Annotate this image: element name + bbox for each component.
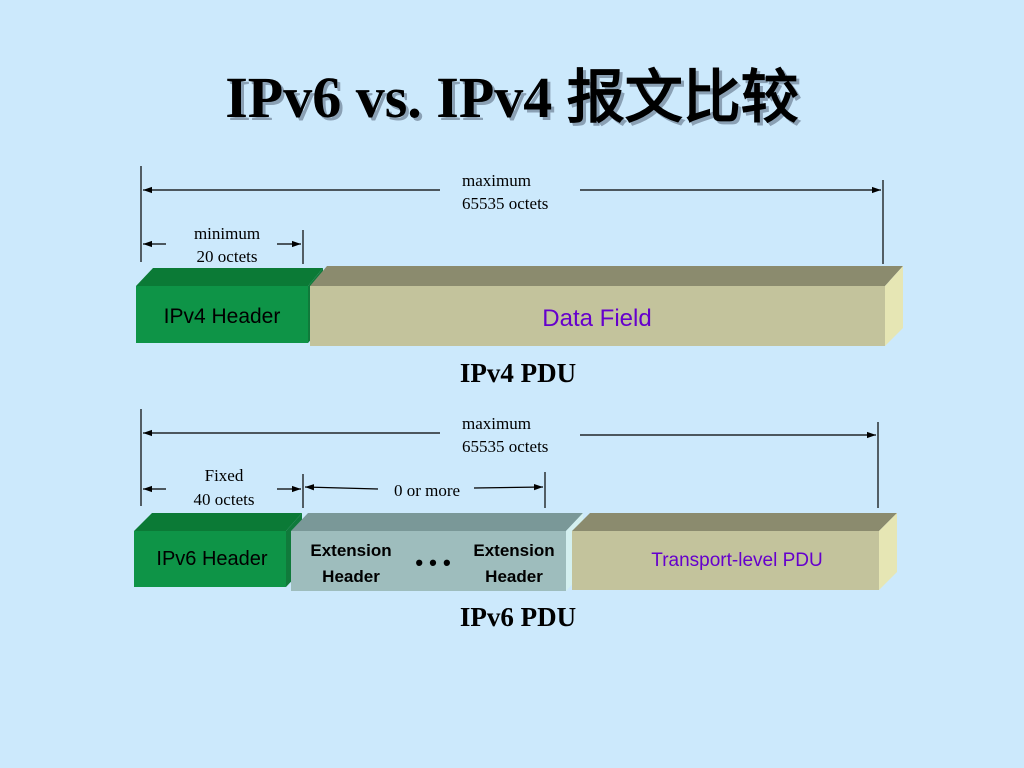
ipv6-zero-or-more-label: 0 or more	[394, 481, 460, 500]
ipv4-header-label: IPv4 Header	[164, 305, 281, 328]
ipv6-fixed-label-line1: Fixed	[205, 466, 244, 485]
ipv6-zero-arrow-left	[304, 484, 379, 491]
ext-header-1-line1: Extension	[310, 541, 391, 560]
ipv4-section: maximum 65535 octets minimum 20 octets I…	[136, 166, 903, 388]
ipv6-zero-arrow-right	[473, 483, 544, 491]
ext-header-ellipsis: • • •	[415, 550, 450, 575]
ipv6-transport-pdu-block: Transport-level PDU	[572, 513, 897, 590]
ipv6-header-block: IPv6 Header	[134, 513, 302, 587]
ipv6-max-label-line2: 65535 octets	[462, 437, 548, 456]
ipv4-max-label-line1: maximum	[462, 171, 531, 190]
ipv4-header-block: IPv4 Header	[136, 268, 323, 343]
ext-header-2-line1: Extension	[473, 541, 554, 560]
ipv6-section: maximum 65535 octets Fixed 40 octets 0 o…	[134, 409, 897, 632]
ipv6-header-label: IPv6 Header	[156, 548, 268, 570]
slide-title: IPv6 vs. IPv4 报文比较	[225, 65, 799, 130]
ipv4-min-label-line1: minimum	[194, 224, 260, 243]
ext-header-2-line2: Header	[485, 567, 543, 586]
ipv4-max-label-line2: 65535 octets	[462, 194, 548, 213]
ext-header-1-line2: Header	[322, 567, 380, 586]
ipv6-extension-headers-block: Extension Header • • • Extension Header	[291, 513, 583, 591]
ipv6-fixed-label-line2: 40 octets	[194, 490, 255, 509]
ipv4-caption: IPv4 PDU	[460, 358, 576, 388]
transport-pdu-label: Transport-level PDU	[651, 550, 822, 571]
ipv4-data-field-block: Data Field	[310, 266, 903, 346]
ipv6-max-label-line1: maximum	[462, 414, 531, 433]
ipv6-caption: IPv6 PDU	[460, 602, 576, 632]
ipv4-min-label-line2: 20 octets	[197, 247, 258, 266]
ipv4-data-field-label: Data Field	[542, 305, 651, 332]
